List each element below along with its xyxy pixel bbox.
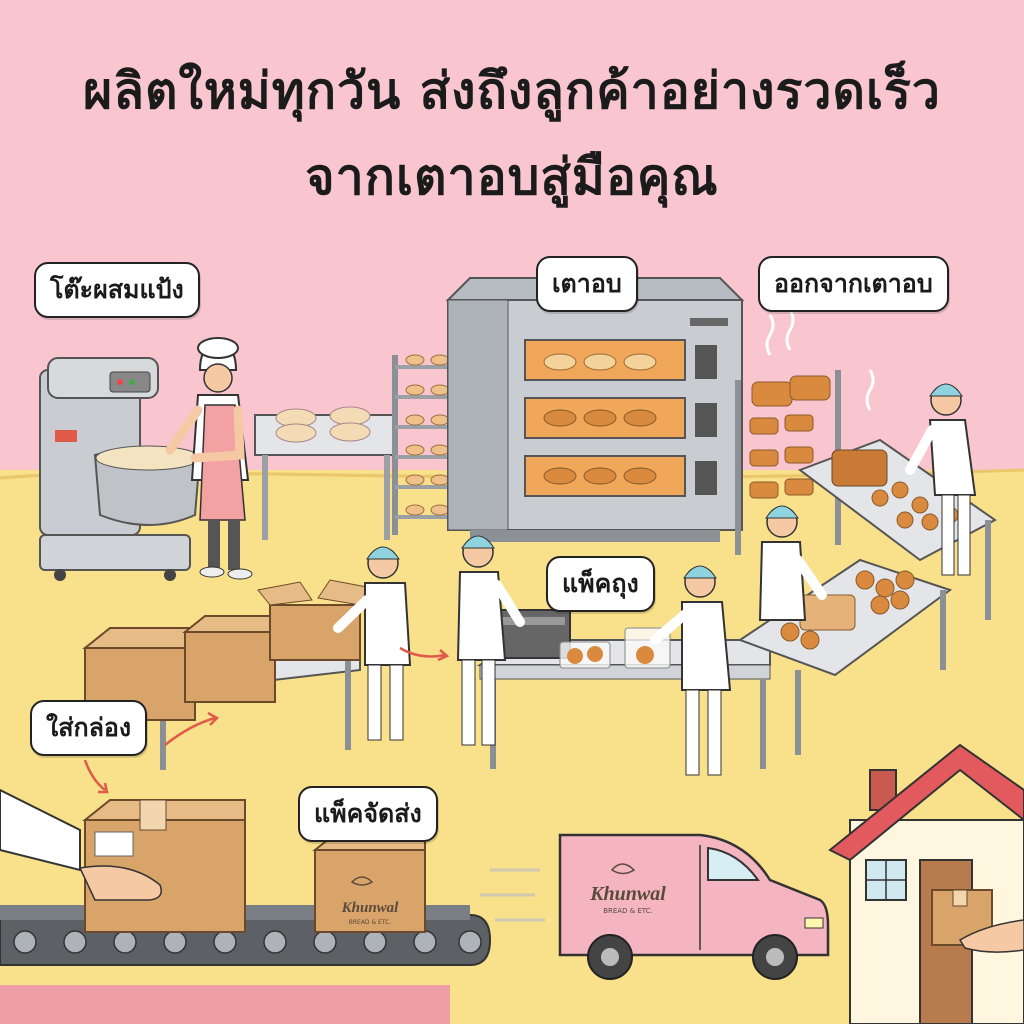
dough-table [254,406,396,540]
worker-boxing [333,546,412,741]
box-brand-tagline: BREAD & ETC. [349,919,392,926]
worker-slicing [758,505,827,621]
conveyor-base-strip [0,985,450,1024]
worker-bagging [650,565,732,776]
customer-house [828,743,1024,1024]
station-label-shipping: แพ็คจัดส่ง [298,786,438,842]
van-brand-name: Khunwal [589,883,666,905]
baker-mixing [165,337,253,580]
dough-mixer [39,357,202,581]
branded-shipping-box: Khunwal BREAD & ETC. [312,837,426,933]
flow-arrow-icon [399,646,446,658]
delivery-van: Khunwal BREAD & ETC. [480,833,830,980]
station-label-oven: เตาอบ [536,256,638,312]
worker-sealing [456,535,525,746]
boxing-table [82,579,373,770]
closed-box-2 [182,615,293,703]
headline-line-1: ผลิตใหม่ทุกวัน ส่งถึงลูกค้าอย่างรวดเร็ว [83,62,941,120]
station-label-bagging: แพ็คถุง [546,556,655,612]
station-label-boxing: ใส่กล่อง [30,700,148,756]
van-brand-tagline: BREAD & ETC. [603,907,653,915]
box-in-hands [0,788,246,933]
box-brand-name: Khunwal [341,900,400,916]
flow-arrow-icon [164,716,216,746]
headline-line-2: จากเตาอบสู่มือคุณ [305,148,719,206]
flow-arrow-icon [83,759,106,791]
deck-oven [445,277,745,542]
station-label-mixing: โต๊ะผสมแป้ง [34,262,200,318]
worker-cooling [905,383,977,576]
station-label-out-of-oven: ออกจากเตาอบ [758,256,949,312]
open-box [257,579,373,661]
